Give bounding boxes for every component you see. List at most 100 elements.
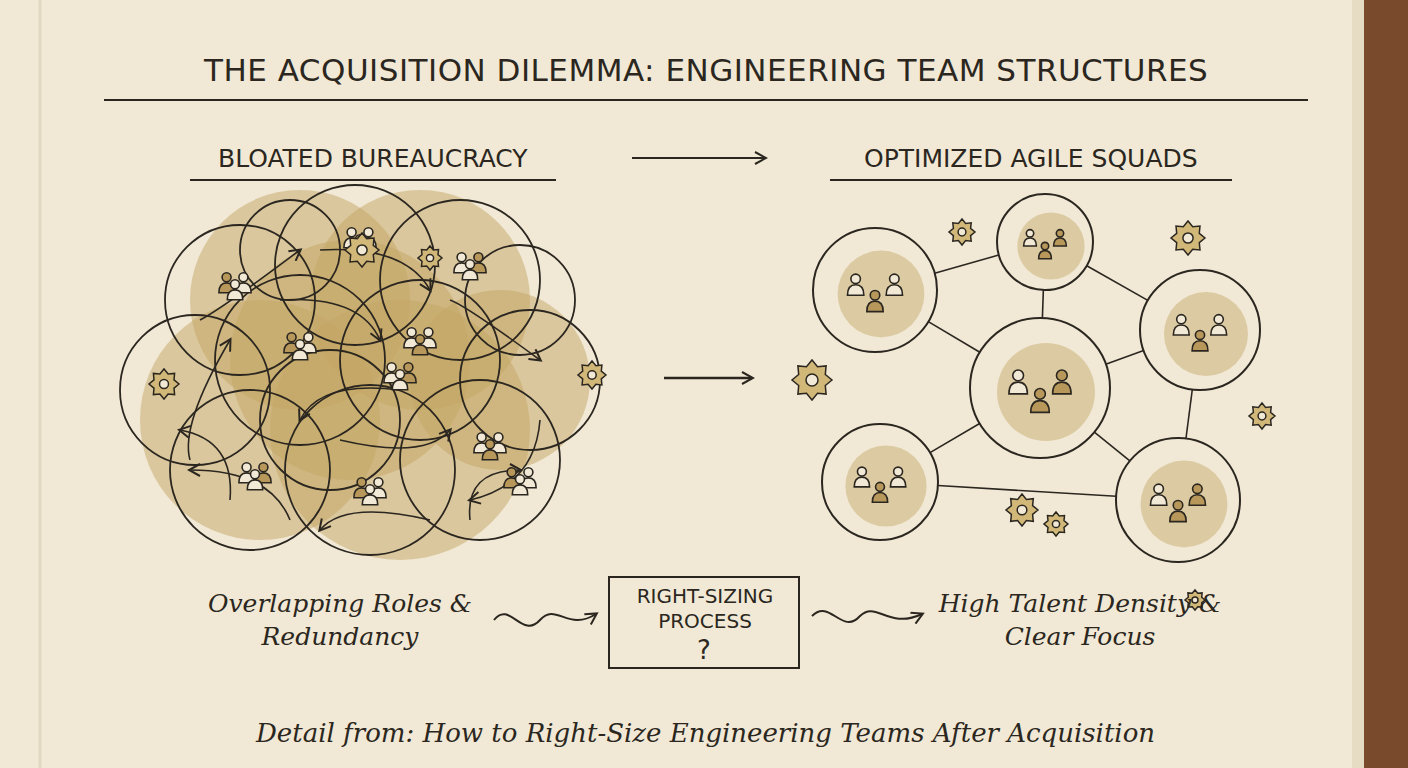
title: THE ACQUISITION DILEMMA: ENGINEERING TEA… (204, 52, 1208, 88)
person-head (296, 340, 305, 349)
tangle-arrow (180, 430, 230, 500)
person-head (1173, 500, 1183, 510)
person-body (1039, 251, 1052, 259)
person-head (1026, 230, 1033, 237)
tangled-teams (120, 185, 606, 560)
person-head (424, 328, 433, 337)
person-head (486, 440, 495, 449)
person-body (362, 495, 377, 505)
person-head (374, 478, 383, 487)
person-head (222, 273, 231, 282)
person-body (1024, 238, 1037, 246)
person-head (507, 468, 516, 477)
wavy-arrow (812, 611, 922, 622)
person-body (1053, 382, 1071, 394)
person-head (259, 463, 268, 472)
team-circle (400, 380, 560, 540)
team-circle (465, 245, 575, 355)
team-circle (260, 350, 400, 490)
person-head (1177, 315, 1186, 324)
transition-arrow (664, 377, 752, 380)
person-head (524, 468, 533, 477)
person-head (364, 228, 373, 237)
person-head (287, 333, 296, 342)
team-circle (380, 200, 540, 360)
section-heading: OPTIMIZED AGILE SQUADS (864, 144, 1198, 173)
person-head (876, 482, 885, 491)
tangle-arrow (340, 430, 450, 448)
person-body (1173, 325, 1189, 335)
section-heading: BLOATED BUREAUCRACY (218, 144, 528, 173)
tangle-arrow (200, 250, 300, 320)
gear-hub (160, 380, 169, 389)
question-mark: ? (620, 634, 788, 667)
gear-icon (792, 360, 832, 400)
person-head (1056, 370, 1067, 381)
person-head (404, 363, 413, 372)
person-body (1189, 495, 1205, 505)
gear-hub (357, 245, 367, 255)
person-body (1054, 238, 1067, 246)
person-body (872, 492, 887, 502)
squad-link (1186, 390, 1192, 439)
heading-underline (830, 179, 1232, 181)
wash (1141, 461, 1228, 548)
gear-hub (1183, 233, 1193, 243)
squad-circle (970, 318, 1110, 458)
person-head (870, 290, 880, 300)
squad-circle (813, 228, 937, 352)
person-body (854, 477, 869, 487)
person-head (1195, 330, 1204, 339)
team-circle (340, 280, 500, 440)
person-head (251, 470, 260, 479)
person-body (1150, 495, 1166, 505)
person-head (1013, 370, 1024, 381)
gear-icon (1044, 512, 1068, 536)
squad-circle (1140, 270, 1260, 390)
squad-link (938, 485, 1116, 496)
caption: Detail from: How to Right-Size Engineeri… (256, 718, 1155, 748)
person-head (357, 478, 366, 487)
squad-link (930, 423, 980, 452)
person-head (894, 467, 903, 476)
tangle-arrow (190, 470, 290, 520)
gear-hub (958, 228, 966, 236)
gear-icon (1171, 221, 1205, 255)
squad-network (792, 194, 1275, 610)
gear-icon (578, 361, 606, 389)
person-head (366, 485, 375, 494)
person-body (867, 301, 883, 311)
outcome-note: Overlapping Roles & Redundancy (190, 588, 490, 653)
person-body (512, 485, 527, 495)
person-body (247, 480, 262, 490)
page-edge (1352, 0, 1364, 768)
wash (1017, 212, 1084, 279)
person-head (1154, 484, 1164, 494)
person-head (494, 433, 503, 442)
wash (845, 445, 926, 526)
outcome-note: High Talent Density & Clear Focus (930, 588, 1230, 653)
gear-hub (588, 371, 596, 379)
person-body (292, 350, 307, 360)
person-head (851, 274, 861, 284)
person-head (347, 228, 356, 237)
person-head (477, 433, 486, 442)
squad-link (1094, 432, 1130, 461)
person-head (1035, 389, 1046, 400)
person-body (412, 345, 427, 355)
person-head (516, 475, 525, 484)
gear-hub (1017, 505, 1027, 515)
squad-link (1087, 266, 1148, 301)
person-body (1211, 325, 1227, 335)
person-body (227, 290, 242, 300)
tangle-arrow (320, 250, 430, 291)
person-body (1009, 382, 1027, 394)
squad-link (1042, 290, 1045, 318)
gear-icon (149, 369, 179, 399)
gear-icon (1249, 403, 1275, 429)
title-underline (104, 99, 1308, 101)
person-head (857, 467, 866, 476)
squad-circle (997, 194, 1093, 290)
person-body (847, 285, 863, 295)
